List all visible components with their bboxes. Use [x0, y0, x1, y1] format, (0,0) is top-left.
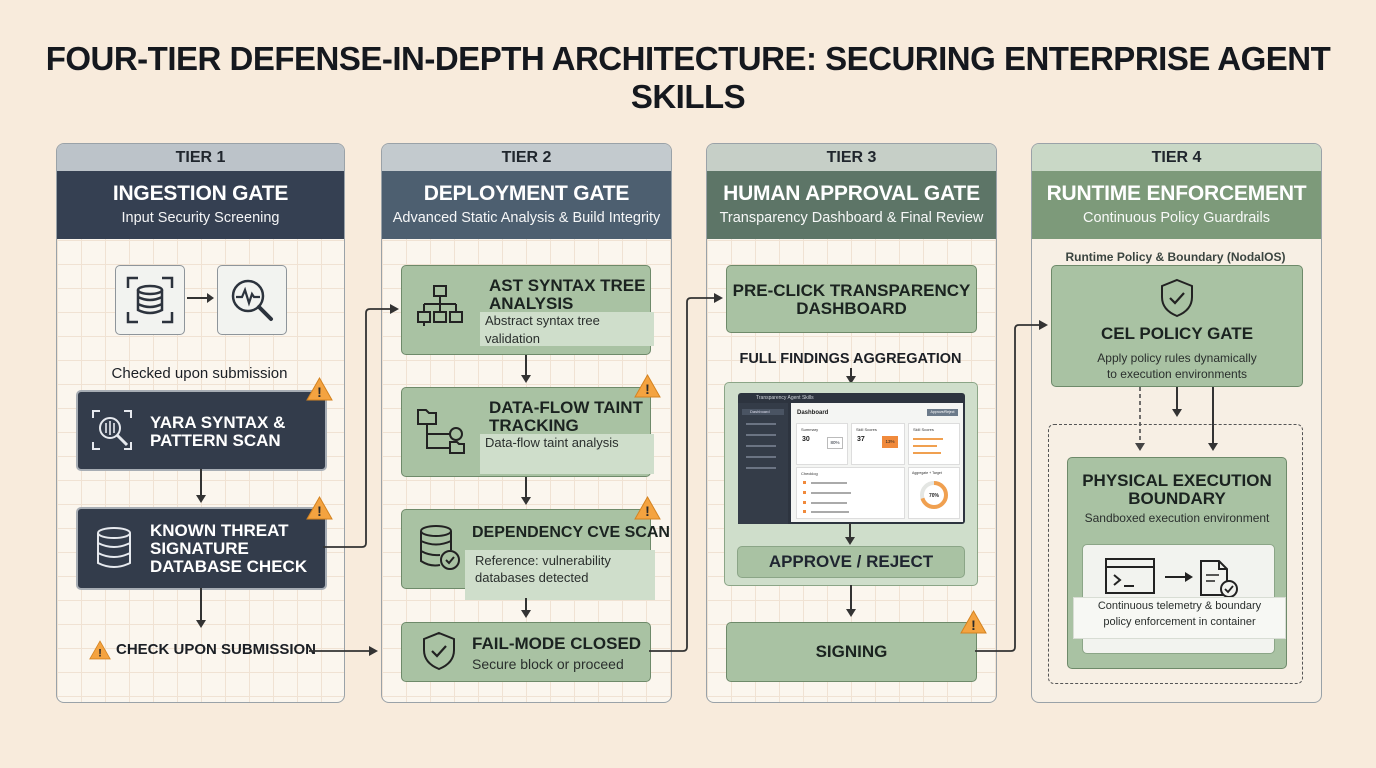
arrow-icon: [196, 588, 206, 628]
fingerprint-search-icon: [92, 410, 132, 450]
ast-analysis-box: AST SYNTAX TREE ANALYSIS Abstract syntax…: [401, 265, 654, 355]
telemetry-panel: Continuous telemetry & boundary policy e…: [1073, 544, 1286, 654]
approve-reject-mini-button[interactable]: Approve/Reject: [927, 409, 958, 416]
aggregate-card: Aggregate + Target 70%: [908, 467, 960, 519]
skill-scores-card: Skill Scores 37 13%: [851, 423, 905, 465]
dashboard-panel: Transparency Agent Skills Dashboard Dash…: [724, 382, 978, 586]
summary-card: Summary 30 80%: [796, 423, 848, 465]
cel-title: CEL POLICY GATE: [1100, 324, 1254, 343]
check-submission-label: CHECK UPON SUBMISSION: [116, 641, 317, 658]
physical-boundary-box: PHYSICAL EXECUTION BOUNDARY Sandboxed ex…: [1067, 457, 1287, 669]
svg-text:!: !: [971, 617, 976, 633]
tier-title: RUNTIME ENFORCEMENT: [1046, 182, 1307, 205]
taint-tracking-box: DATA-FLOW TAINT TRACKING Data-flow taint…: [401, 387, 654, 477]
dashboard-heading: Dashboard: [797, 410, 829, 416]
warning-icon: !: [634, 373, 661, 398]
arrow-icon: [196, 469, 206, 503]
database-scan-icon: [115, 265, 185, 335]
arrow-icon: [521, 355, 531, 383]
warning-icon: !: [306, 376, 333, 401]
arrow-icon: [846, 585, 856, 617]
fail-mode-sub: Secure block or proceed: [472, 656, 624, 672]
svg-text:!: !: [98, 648, 102, 660]
database-check-icon: [420, 525, 460, 570]
signing-label: SIGNING: [815, 642, 888, 661]
sidebar-item-dashboard[interactable]: Dashboard: [742, 409, 784, 415]
dashboard-sidebar: Dashboard: [738, 403, 788, 524]
tier-subtitle: Continuous Policy Guardrails: [1083, 210, 1270, 226]
arrow-icon: [187, 293, 214, 303]
dashboard-main: Dashboard Approve/Reject Summary 30 80% …: [791, 403, 963, 522]
tier-title: INGESTION GATE: [112, 182, 289, 205]
ast-note: Abstract syntax tree validation: [480, 312, 654, 346]
checked-label: Checked upon submission: [111, 365, 288, 382]
svg-text:70%: 70%: [929, 493, 940, 499]
tier-header: HUMAN APPROVAL GATE Transparency Dashboa…: [707, 171, 996, 239]
arrow-icon: [846, 368, 856, 384]
yara-scan-label: YARA SYNTAX & PATTERN SCAN: [150, 413, 286, 450]
tier-label: TIER 4: [1032, 144, 1321, 171]
threat-db-box: KNOWN THREAT SIGNATURE DATABASE CHECK: [76, 507, 327, 590]
taint-title: DATA-FLOW TAINT TRACKING: [489, 398, 643, 435]
svg-text:!: !: [645, 381, 650, 397]
connector-arrows: [1135, 387, 1218, 451]
svg-text:!: !: [317, 384, 322, 400]
tier-title: HUMAN APPROVAL GATE: [723, 182, 980, 205]
cve-scan-box: DEPENDENCY CVE SCAN Reference: vulnerabi…: [401, 509, 670, 600]
cel-sub: Apply policy rules dynamically to execut…: [1097, 351, 1257, 381]
tree-icon: [417, 285, 463, 326]
terminal-to-document-icon: [1105, 558, 1238, 598]
dashboard-screen: Transparency Agent Skills Dashboard Dash…: [738, 393, 965, 524]
tier-header: RUNTIME ENFORCEMENT Continuous Policy Gu…: [1032, 171, 1321, 239]
tier-subtitle: Input Security Screening: [121, 210, 280, 226]
cve-note: Reference: vulnerability databases detec…: [465, 550, 655, 600]
checklog-card: Checklog: [796, 467, 905, 519]
warning-icon: !: [960, 609, 987, 634]
fail-mode-box: FAIL-MODE CLOSED Secure block or proceed: [401, 622, 651, 682]
shield-check-icon: [1161, 278, 1193, 318]
dashboard-app-title: Transparency Agent Skills: [756, 395, 814, 401]
arrow-icon: [845, 523, 855, 545]
arrow-icon: [521, 598, 531, 618]
page-title: FOUR-TIER DEFENSE-IN-DEPTH ARCHITECTURE:…: [45, 40, 1331, 115]
warning-icon: !: [89, 640, 111, 660]
signing-box: SIGNING: [726, 622, 977, 682]
threat-db-label: KNOWN THREAT SIGNATURE DATABASE CHECK: [150, 521, 308, 576]
physical-sub: Sandboxed execution environment: [1084, 511, 1270, 525]
svg-text:!: !: [317, 503, 322, 519]
tier-subtitle: Advanced Static Analysis & Build Integri…: [392, 210, 661, 226]
aggregation-label: FULL FINDINGS AGGREGATION: [739, 351, 962, 367]
warning-icon: !: [634, 495, 661, 520]
tier-label: TIER 2: [382, 144, 671, 171]
database-icon: [97, 527, 131, 568]
transparency-dashboard-box: PRE-CLICK TRANSPARENCY DASHBOARD: [726, 265, 977, 333]
taint-note: Data-flow taint analysis: [480, 434, 654, 474]
cve-title: DEPENDENCY CVE SCAN: [472, 524, 670, 541]
tier-subtitle: Transparency Dashboard & Final Review: [719, 210, 984, 226]
pulse-search-icon: [217, 265, 287, 335]
fail-mode-title: FAIL-MODE CLOSED: [472, 634, 642, 653]
arrow-icon: [521, 477, 531, 505]
tier-title: DEPLOYMENT GATE: [423, 182, 630, 205]
cel-policy-box: CEL POLICY GATE Apply policy rules dynam…: [1051, 265, 1303, 387]
tier-label: TIER 1: [57, 144, 344, 171]
shield-check-icon: [423, 631, 455, 671]
physical-title: PHYSICAL EXECUTION BOUNDARY: [1082, 471, 1272, 508]
boundary-container: [1048, 424, 1303, 684]
tier-header: DEPLOYMENT GATE Advanced Static Analysis…: [382, 171, 671, 239]
ast-title: AST SYNTAX TREE ANALYSIS: [489, 276, 646, 313]
warning-icon: !: [306, 495, 333, 520]
svg-text:!: !: [645, 503, 650, 519]
tier-header: INGESTION GATE Input Security Screening: [57, 171, 344, 239]
transparency-title: PRE-CLICK TRANSPARENCY DASHBOARD: [732, 281, 971, 318]
runtime-label: Runtime Policy & Boundary (NodalOS): [1065, 250, 1286, 264]
telemetry-note: Continuous telemetry & boundary policy e…: [1073, 597, 1286, 639]
approve-reject-button[interactable]: APPROVE / REJECT: [737, 546, 965, 578]
data-flow-icon: [417, 409, 465, 454]
tier-label: TIER 3: [707, 144, 996, 171]
skill-scores-card: Skill Scores: [908, 423, 960, 465]
donut-chart: 70%: [920, 481, 948, 509]
